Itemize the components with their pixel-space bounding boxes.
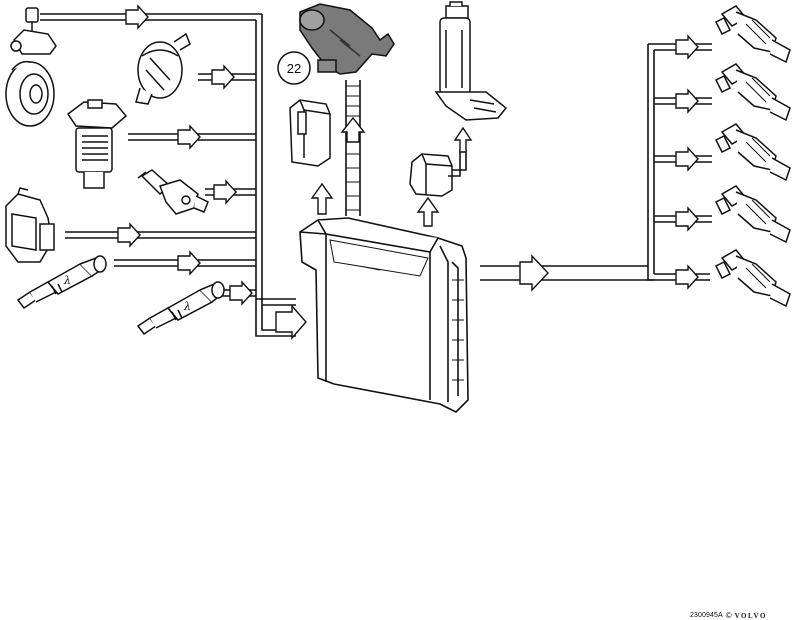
injector-4 bbox=[714, 185, 791, 244]
arrow-output-relay bbox=[310, 182, 334, 215]
lambda-sensor-2 bbox=[136, 281, 225, 336]
fuel-pump-relay bbox=[409, 153, 453, 197]
figure-code: 2300945A bbox=[690, 612, 723, 619]
arrow-input-2 bbox=[211, 64, 235, 90]
injector-5 bbox=[714, 249, 791, 308]
crank-position-sensor bbox=[5, 7, 57, 127]
arrow-input-3 bbox=[177, 124, 201, 150]
temperature-sensor bbox=[137, 169, 209, 215]
arrow-injector-1 bbox=[675, 34, 699, 60]
lambda-sensor-1 bbox=[16, 255, 107, 310]
callout-22-label: 22 bbox=[287, 61, 301, 76]
main-relay bbox=[289, 99, 331, 167]
arrow-output-ecu bbox=[519, 254, 549, 292]
valve-conduit bbox=[345, 80, 361, 216]
output-flow-arrows bbox=[519, 34, 699, 292]
arrow-injector-4 bbox=[675, 206, 699, 232]
arrow-input-6 bbox=[177, 250, 201, 276]
idle-air-control-valve bbox=[299, 3, 395, 75]
control-module-box bbox=[5, 187, 55, 263]
arrow-input-5 bbox=[117, 222, 141, 248]
injector-3 bbox=[714, 123, 791, 182]
arrow-injector-5 bbox=[675, 264, 699, 290]
arrow-input-4 bbox=[213, 179, 237, 205]
arrow-input-7 bbox=[229, 280, 253, 306]
copyright-symbol: © bbox=[725, 611, 732, 620]
injector-2 bbox=[714, 63, 791, 122]
figure-footer: 2300945A © VOLVO bbox=[690, 611, 767, 620]
callout-22: 22 bbox=[277, 51, 311, 85]
arrow-output-pump-relay bbox=[416, 196, 440, 227]
lambda-symbol-2: λ bbox=[183, 300, 191, 313]
output-signal-bus bbox=[480, 43, 712, 281]
input-flow-arrows bbox=[117, 4, 307, 340]
brand-logo-text: VOLVO bbox=[734, 611, 767, 620]
fuel-injectors bbox=[714, 5, 791, 308]
pressure-sensor bbox=[135, 32, 191, 105]
air-mass-meter bbox=[66, 99, 128, 189]
arrow-injector-3 bbox=[675, 146, 699, 172]
arrow-injector-2 bbox=[675, 88, 699, 114]
arrow-output-valve bbox=[340, 116, 366, 143]
arrow-input-1 bbox=[125, 4, 149, 30]
pump-relay-conduit bbox=[448, 150, 467, 177]
arrow-output-pump bbox=[453, 126, 473, 153]
injector-1 bbox=[714, 5, 791, 64]
fuel-pump bbox=[434, 1, 508, 121]
engine-control-unit bbox=[299, 217, 469, 413]
lambda-symbol-1: λ bbox=[63, 274, 71, 287]
arrow-input-ecu bbox=[275, 304, 307, 340]
